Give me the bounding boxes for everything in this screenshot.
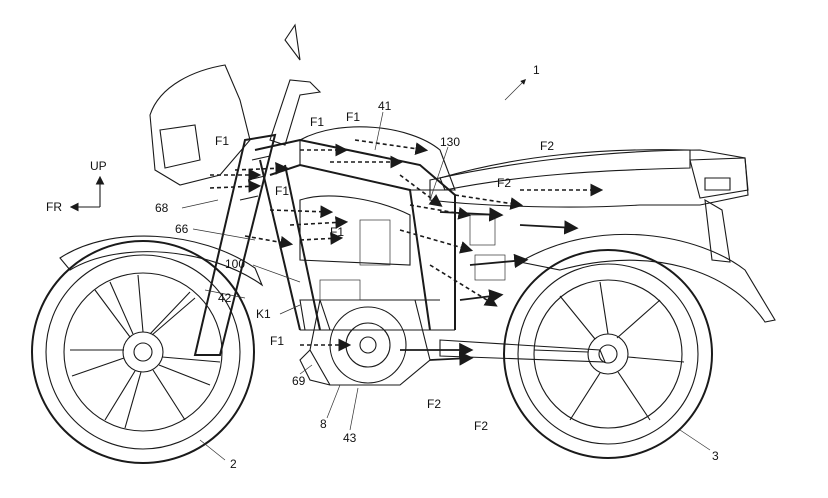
tail-light — [689, 157, 749, 199]
airflow-f2-arrows — [400, 207, 579, 366]
label-f1-e: F1 — [330, 225, 344, 239]
windscreen — [149, 64, 251, 186]
license-bracket — [704, 198, 731, 263]
label-headlamp-support: 41 — [378, 99, 392, 113]
handlebar — [269, 23, 322, 146]
label-engine-part: 43 — [343, 431, 357, 445]
label-rear-wheel: 3 — [712, 449, 719, 463]
front-label: FR — [46, 200, 62, 214]
label-f1-c: F1 — [215, 134, 229, 148]
headlamp — [159, 124, 201, 169]
label-f1-b: F1 — [346, 110, 360, 124]
label-f2-a: F2 — [540, 139, 554, 153]
rear-fender — [518, 233, 776, 323]
label-front-wheel: 2 — [230, 457, 237, 471]
reservoir — [469, 214, 496, 246]
label-radiator-bracket: 66 — [175, 222, 189, 236]
battery — [359, 219, 391, 266]
side-box — [474, 254, 506, 281]
label-front-fork: 42 — [218, 291, 232, 305]
label-f1-a: F1 — [310, 115, 324, 129]
label-f2-d: F2 — [474, 419, 488, 433]
label-frame-part: 100 — [225, 257, 245, 271]
ecu — [319, 279, 361, 301]
airflow-f1-arrows — [209, 139, 604, 352]
label-f1-f: F1 — [270, 334, 284, 348]
front-wheel — [31, 240, 255, 464]
label-front-part: 68 — [155, 201, 169, 215]
label-engine: 8 — [320, 417, 327, 431]
seat — [439, 149, 691, 191]
label-frame-top: 130 — [440, 135, 460, 149]
label-f1-d: F1 — [275, 184, 289, 198]
up-label: UP — [90, 159, 107, 173]
label-f2-c: F2 — [427, 397, 441, 411]
front-fender — [59, 235, 264, 287]
rear-wheel — [503, 249, 713, 459]
label-vehicle: 1 — [533, 63, 540, 77]
engine — [299, 299, 431, 386]
label-exhaust: 69 — [292, 374, 306, 388]
label-k1: K1 — [256, 307, 271, 321]
direction-indicator: UP FR — [46, 159, 107, 214]
leader-lines — [181, 79, 711, 461]
label-f2-b: F2 — [497, 176, 511, 190]
fuel-tank — [299, 126, 456, 191]
